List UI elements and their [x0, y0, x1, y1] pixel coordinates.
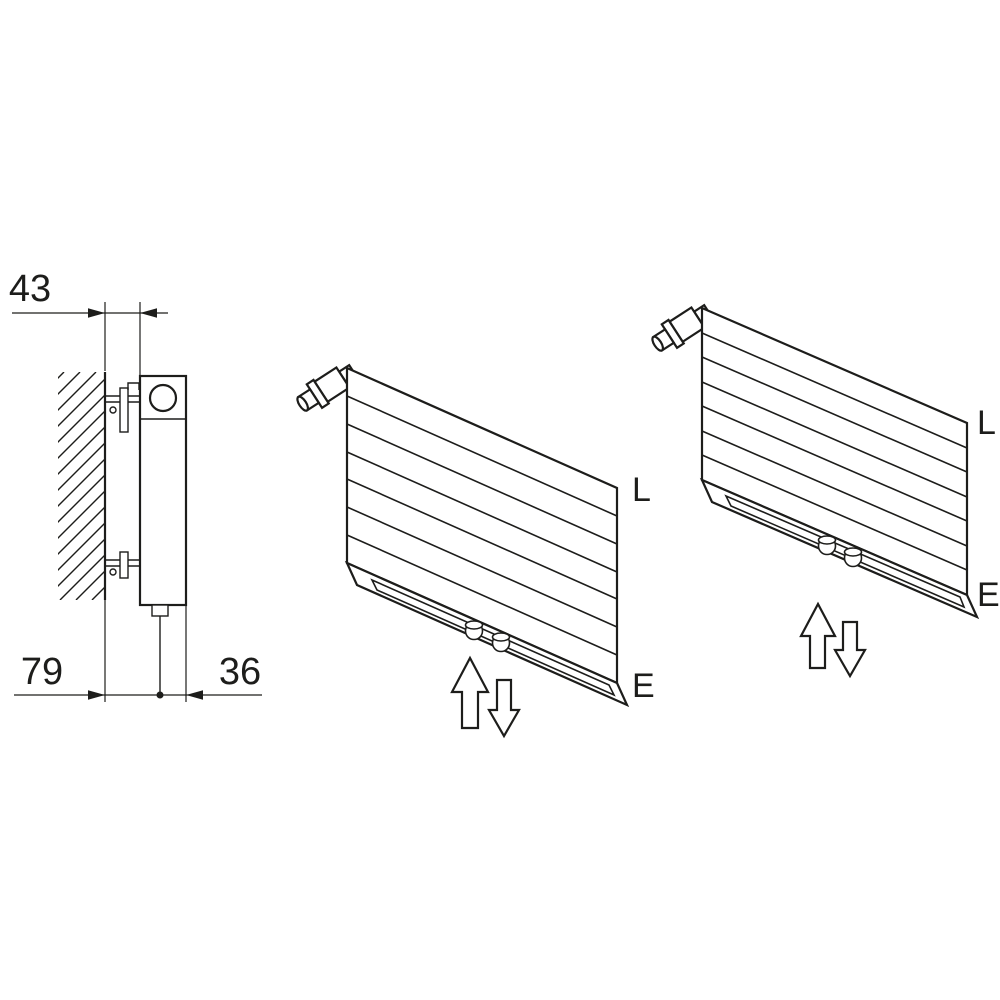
pipe-connection: [464, 620, 484, 641]
dimension-bottom: 79 36: [14, 600, 262, 702]
wall-hatch: [58, 372, 105, 600]
dim-label-36: 36: [219, 651, 261, 693]
arrow-down-icon: [833, 620, 867, 679]
label-return: E: [632, 667, 655, 705]
panel-slat-lines: [346, 395, 618, 656]
label-supply: L: [977, 404, 996, 442]
dim-arrow-left-icon: [140, 308, 157, 318]
radiator-mid: L E: [291, 358, 655, 739]
dimension-top: 43: [9, 268, 168, 375]
dim-point-dot: [156, 691, 164, 699]
pipe-connection: [843, 547, 863, 568]
arrow-up-icon: [450, 655, 490, 730]
radiator-right: L E: [646, 298, 1000, 679]
mounting-bracket-bottom: [105, 551, 140, 579]
dim-label-43: 43: [9, 268, 51, 310]
pipe-stub: [151, 604, 169, 617]
radiator-side-profile: [138, 374, 188, 607]
arrow-up-icon: [799, 601, 837, 670]
arrow-down-icon: [487, 678, 521, 739]
side-view: 43 79 36: [9, 268, 262, 702]
thermostat-knob: [148, 383, 178, 413]
dim-arrow-right-icon: [88, 690, 105, 700]
dim-label-79: 79: [21, 651, 63, 693]
panel-slat-lines: [701, 332, 968, 571]
dim-arrow-right-icon: [88, 308, 105, 318]
label-return: E: [977, 576, 1000, 614]
pipe-connection: [817, 535, 837, 556]
dim-arrow-left-icon: [186, 690, 203, 700]
mounting-bracket-top: [105, 382, 140, 433]
pipe-connection: [491, 632, 511, 653]
label-supply: L: [632, 471, 651, 509]
